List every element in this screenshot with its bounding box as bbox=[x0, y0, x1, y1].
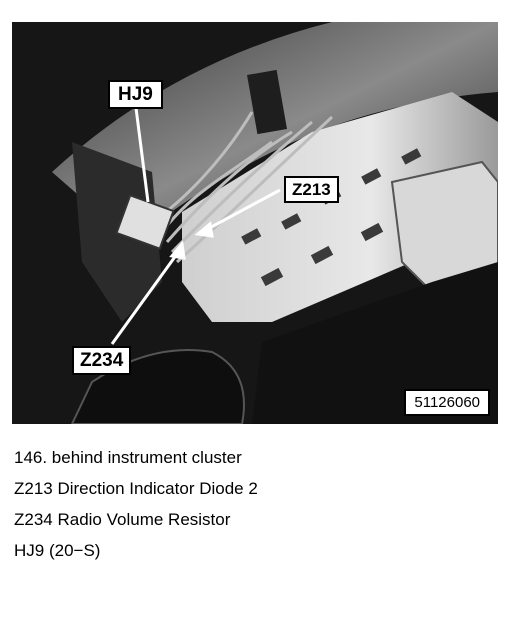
callout-z213: Z213 bbox=[284, 176, 339, 203]
instrument-cluster-body bbox=[182, 92, 498, 322]
callout-z234: Z234 bbox=[72, 346, 132, 375]
caption-line-z213: Z213 Direction Indicator Diode 2 bbox=[14, 479, 258, 498]
arrowhead-z234 bbox=[169, 240, 186, 260]
hj9-connector bbox=[115, 194, 175, 250]
cluster-slots bbox=[241, 148, 422, 287]
upper-bracket bbox=[247, 69, 287, 135]
caption: 146. behind instrument cluster Z213 Dire… bbox=[14, 442, 258, 566]
dashboard-surface bbox=[52, 22, 498, 242]
caption-line-hj9: HJ9 (20−S) bbox=[14, 541, 101, 560]
figure-reference-number: 51126060 bbox=[404, 389, 490, 416]
callout-pointers bbox=[110, 107, 281, 345]
photo-illustration bbox=[12, 22, 498, 424]
callout-hj9: HJ9 bbox=[108, 80, 163, 109]
right-connector bbox=[390, 160, 498, 294]
caption-line-location: 146. behind instrument cluster bbox=[14, 448, 242, 467]
pointer-z213 bbox=[201, 188, 281, 234]
pointer-z234 bbox=[110, 246, 184, 345]
caption-line-z234: Z234 Radio Volume Resistor bbox=[14, 510, 231, 529]
arrowhead-z213 bbox=[194, 221, 214, 238]
pointer-hj9 bbox=[134, 107, 150, 203]
component-photo: HJ9 Z213 Z234 51126060 bbox=[12, 22, 498, 424]
lower-right-shadow bbox=[252, 262, 498, 424]
